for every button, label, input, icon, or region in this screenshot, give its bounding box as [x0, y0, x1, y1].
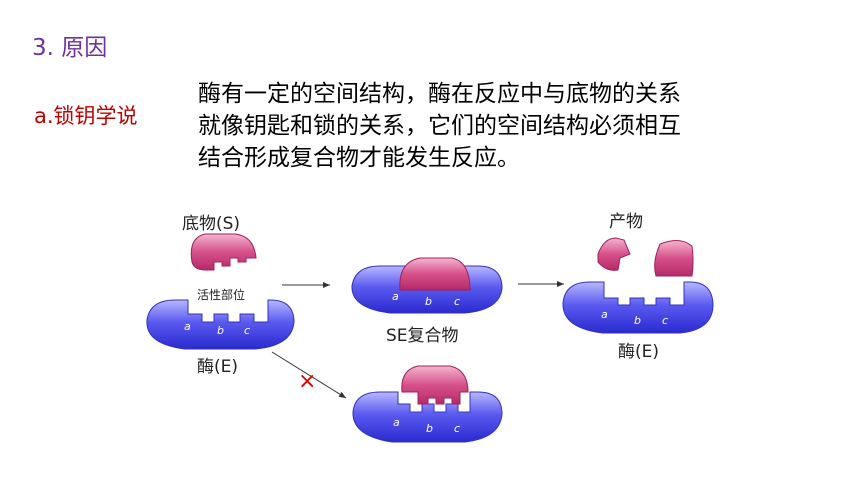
description-paragraph: 酶有一定的空间结构，酶在反应中与底物的关系 就像钥匙和锁的关系，它们的空间结构必…	[198, 78, 681, 174]
substrate	[190, 233, 257, 271]
site-letter-a: a	[601, 308, 608, 321]
site-letter-a: a	[393, 416, 400, 429]
paragraph-line: 酶有一定的空间结构，酶在反应中与底物的关系	[198, 81, 681, 107]
section-heading: 3. 原因	[32, 35, 108, 61]
site-letter-a: a	[392, 290, 399, 303]
site-letter-b: b	[217, 324, 224, 337]
active-site-label: 活性部位	[197, 287, 245, 302]
substrate-label: 底物(S)	[182, 214, 240, 234]
site-letter-b: b	[634, 314, 641, 327]
paragraph-line: 结合形成复合物才能发生反应。	[198, 145, 520, 171]
blocked-arrow	[271, 351, 347, 399]
site-letter-c: c	[662, 314, 668, 327]
mismatched-substrate	[401, 365, 469, 405]
mismatched-enzyme: a b c	[352, 391, 503, 443]
enzyme-label-left: 酶(E)	[197, 357, 238, 377]
paragraph-line: 就像钥匙和锁的关系，它们的空间结构必须相互	[198, 113, 681, 139]
product-label: 产物	[609, 212, 643, 232]
enzyme-left: a b c	[146, 299, 295, 350]
se-complex: a b c	[351, 257, 503, 314]
theory-label: a.锁钥学说	[34, 104, 138, 128]
site-letter-b: b	[425, 295, 432, 308]
site-letter-c: c	[454, 295, 460, 308]
site-letter-c: c	[454, 422, 460, 435]
complex-label: SE复合物	[386, 326, 459, 346]
enzyme-label-right: 酶(E)	[618, 342, 659, 362]
site-letter-c: c	[244, 324, 250, 337]
no-reaction-cross: ×	[298, 369, 316, 394]
enzyme-right: a b c	[562, 281, 714, 334]
site-letter-a: a	[184, 320, 191, 333]
site-letter-b: b	[426, 422, 433, 435]
product-pieces	[597, 237, 694, 277]
